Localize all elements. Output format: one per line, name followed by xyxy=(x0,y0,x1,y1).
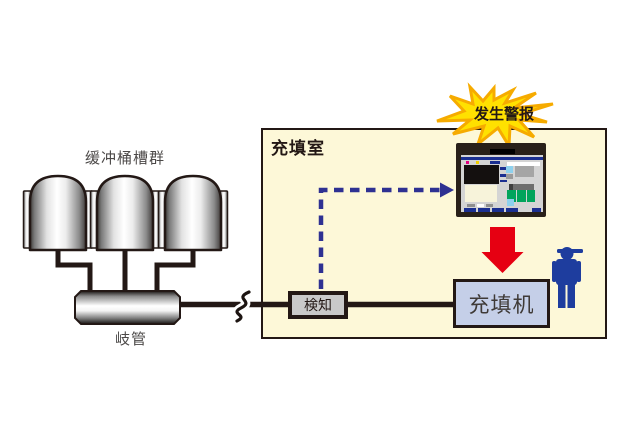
buffer-tank-icon xyxy=(89,174,161,252)
screen-button xyxy=(478,208,490,212)
screen-block xyxy=(507,190,516,202)
buffer-tank-icon xyxy=(22,174,94,252)
screen-block xyxy=(506,174,513,179)
screen-titlebar xyxy=(461,157,543,160)
detector-label: 検知 xyxy=(304,297,332,313)
screen-button xyxy=(506,208,518,212)
screen-block xyxy=(506,166,513,173)
screen-block xyxy=(507,199,514,206)
screen-block xyxy=(517,190,526,202)
screen-block xyxy=(509,184,513,190)
screen-block xyxy=(527,190,535,202)
pipe-break-icon xyxy=(232,287,252,326)
buffer-tank-icon xyxy=(157,174,229,252)
monitor-bezel-tab xyxy=(490,149,515,154)
screen-display-panel xyxy=(464,165,499,184)
screen-block xyxy=(466,161,469,164)
manifold-label: 岐管 xyxy=(114,331,147,348)
screen-block xyxy=(515,166,534,177)
filling-machine-label: 充填机 xyxy=(468,293,535,317)
screen-block xyxy=(507,162,540,166)
screen-button xyxy=(464,208,476,212)
screen-block xyxy=(467,204,475,207)
filling-room-label: 充填室 xyxy=(271,139,325,158)
hmi-screen xyxy=(461,155,543,212)
screen-block xyxy=(500,174,507,177)
detector-box: 検知 xyxy=(288,291,348,319)
hmi-monitor-icon xyxy=(456,143,546,217)
screen-button xyxy=(492,208,504,212)
filling-machine-box: 充填机 xyxy=(453,279,550,328)
screen-block xyxy=(500,180,507,182)
manifold-icon xyxy=(74,290,181,325)
screen-block xyxy=(490,161,500,164)
buffer-tanks-label: 缓冲桶槽群 xyxy=(84,150,165,167)
screen-block xyxy=(476,161,479,164)
screen-message-panel xyxy=(465,185,497,202)
screen-block xyxy=(486,204,493,207)
screen-button xyxy=(532,208,541,212)
screen-block xyxy=(500,167,507,170)
screen-block xyxy=(513,184,534,190)
alarm-label: 发生警报 xyxy=(473,106,534,123)
screen-block xyxy=(477,204,484,207)
